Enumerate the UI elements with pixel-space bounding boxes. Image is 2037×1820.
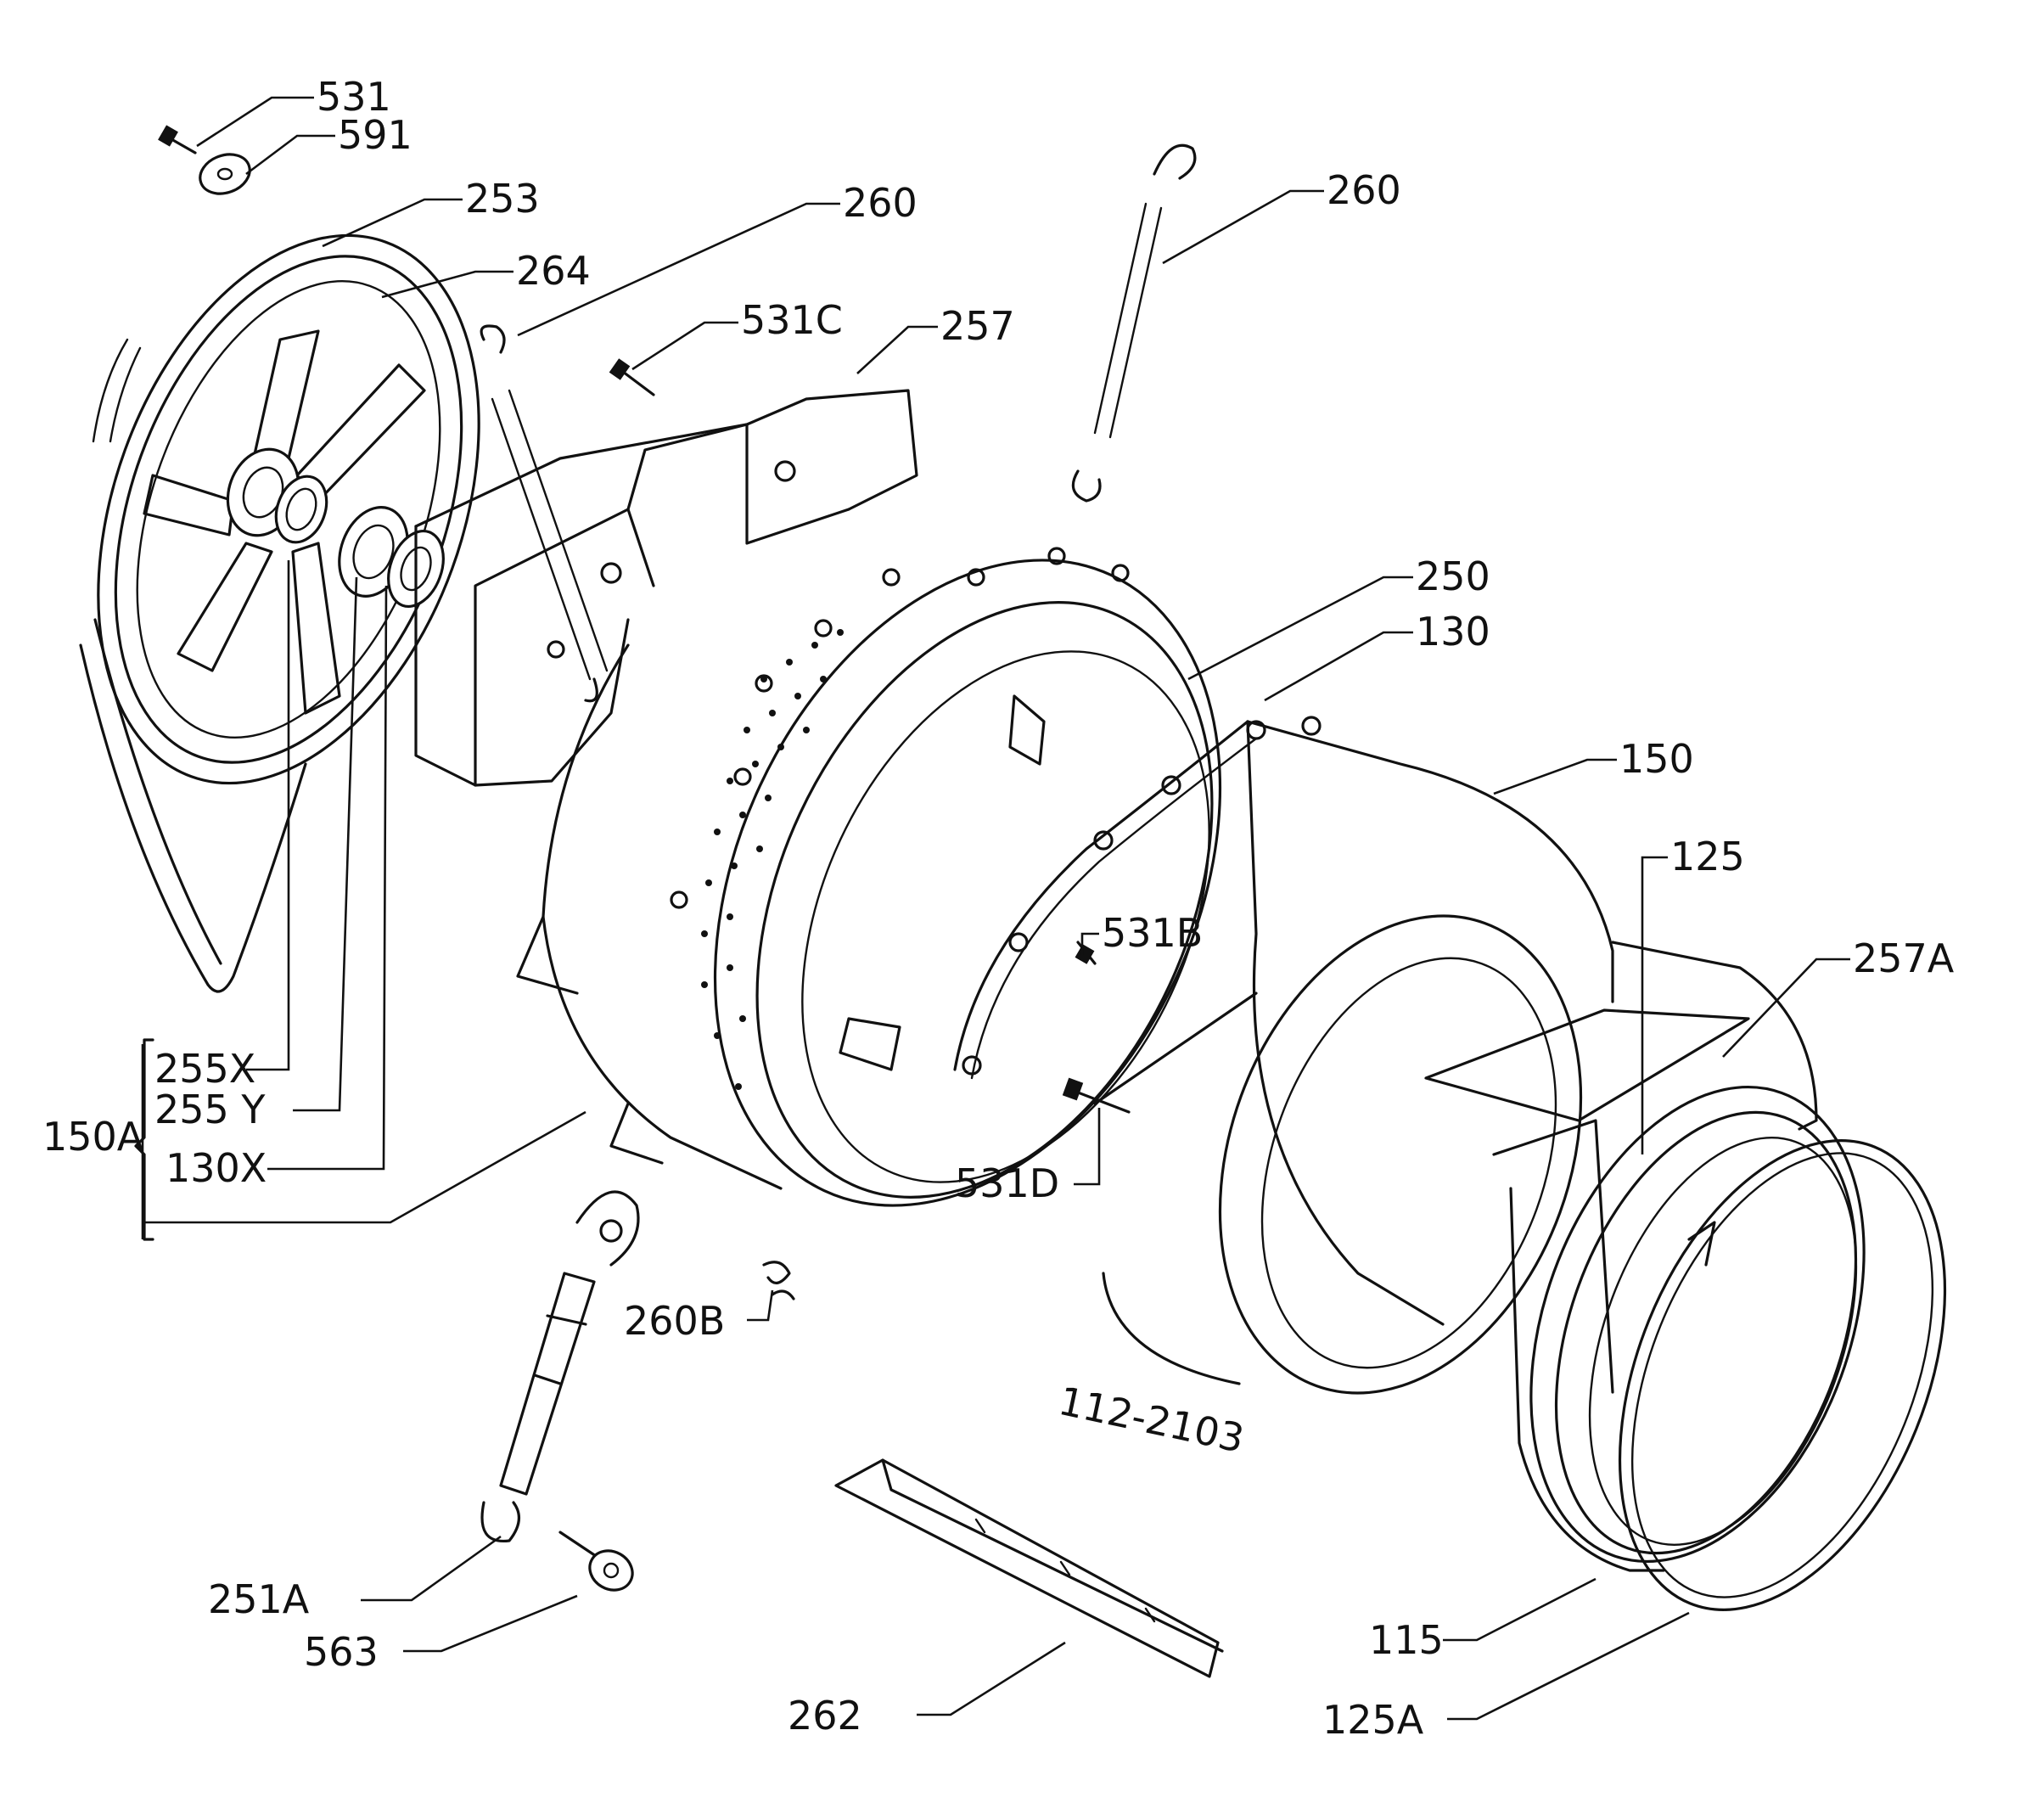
drum-perforations	[701, 629, 844, 1090]
screw-531b	[1075, 941, 1097, 965]
tub-seal-130	[953, 716, 1322, 1080]
bolt-563	[558, 1531, 634, 1592]
front-seal-125	[1529, 1086, 1866, 1563]
group-brace-150a	[134, 1038, 154, 1241]
label-563: 563	[304, 1629, 379, 1675]
screw-531d	[1062, 1077, 1131, 1114]
label-150: 150	[1619, 736, 1694, 782]
label-260b: 260B	[624, 1298, 725, 1344]
label-262: 262	[788, 1693, 862, 1739]
label-260-right: 260	[1327, 167, 1401, 213]
drawing-stamp: 112-2103	[1055, 1378, 1249, 1462]
screw-531c	[609, 358, 655, 396]
label-130x: 130X	[166, 1145, 267, 1191]
label-531: 531	[317, 74, 391, 120]
label-260-top: 260	[843, 180, 917, 226]
label-531d: 531D	[955, 1160, 1059, 1206]
label-255x: 255X	[154, 1046, 255, 1092]
label-115: 115	[1369, 1617, 1444, 1663]
spring-260-left	[480, 324, 609, 703]
label-150a: 150A	[42, 1114, 144, 1160]
label-264: 264	[516, 248, 591, 294]
clip-260b	[762, 1261, 795, 1300]
washer-591	[199, 153, 251, 195]
front-counterweight-257a	[1424, 941, 1818, 1572]
label-250: 250	[1416, 553, 1490, 599]
label-531b: 531B	[1102, 910, 1203, 956]
label-130: 130	[1416, 609, 1490, 654]
label-257: 257	[940, 303, 1015, 349]
spring-260-right	[1071, 143, 1197, 503]
label-251a: 251A	[208, 1576, 310, 1622]
leader-lines	[141, 96, 1850, 1721]
label-257a: 257A	[1853, 935, 1955, 981]
label-253: 253	[465, 176, 540, 222]
label-255y: 255 Y	[154, 1087, 266, 1132]
shock-absorber-251a	[480, 1190, 640, 1543]
part-labels: 531 591 253 264 260 531C 257 260 250 130…	[42, 74, 1955, 1743]
weight-262	[834, 1458, 1224, 1678]
label-125: 125	[1670, 834, 1745, 879]
rear-tub-257	[414, 389, 918, 1190]
drum-250	[670, 547, 1222, 1207]
label-531c: 531C	[741, 297, 843, 343]
front-tub-150	[1093, 720, 1614, 1395]
label-125a: 125A	[1322, 1697, 1424, 1743]
screw-531	[158, 125, 197, 154]
clamp-ring-125a	[1618, 1139, 1947, 1611]
label-591: 591	[338, 112, 412, 158]
